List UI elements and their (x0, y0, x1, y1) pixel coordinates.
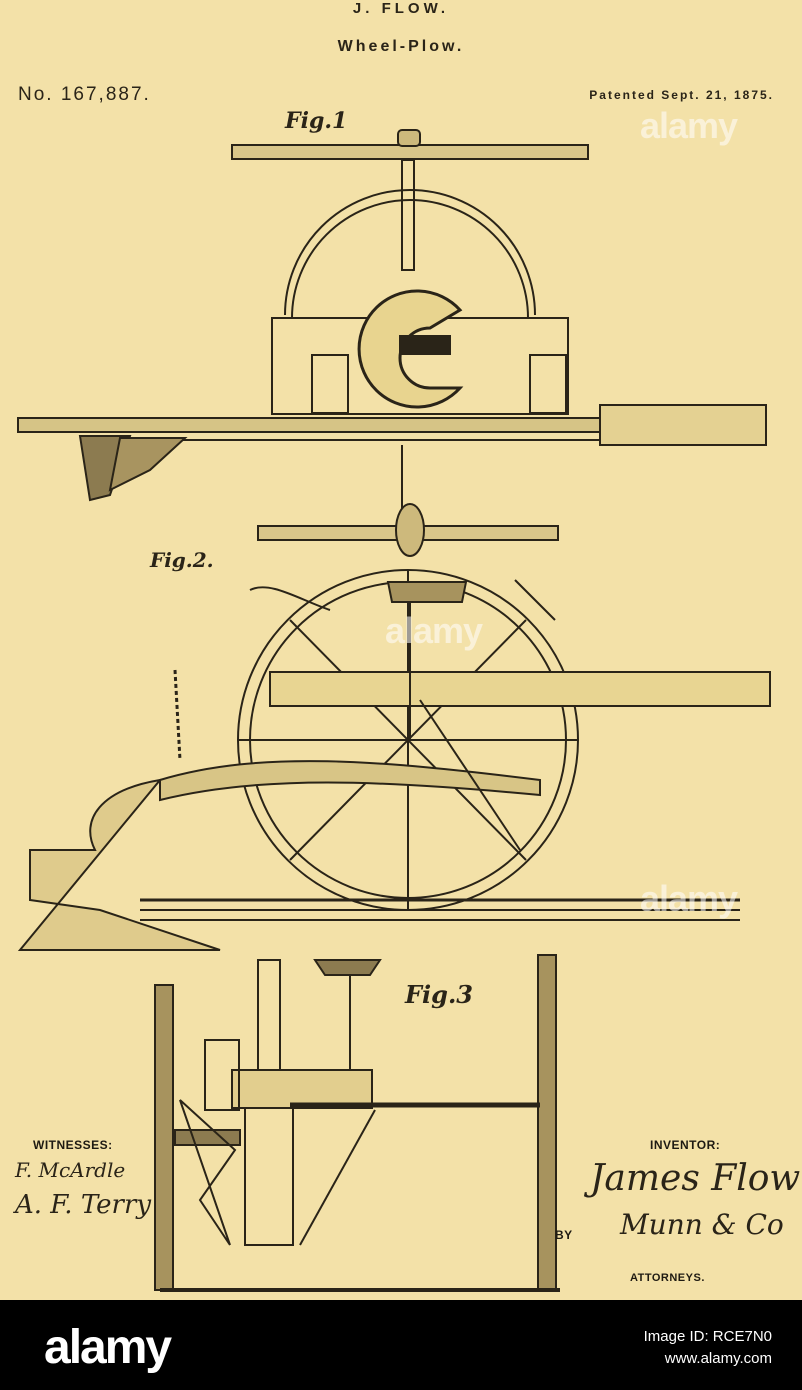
figure-2-label: Fig.2. (150, 548, 214, 572)
footer-site: www.alamy.com (644, 1348, 772, 1370)
witness-signature-1: F. McArdle (15, 1158, 125, 1182)
figure-3-label: Fig.3 (405, 980, 473, 1009)
figure-1-drawing (18, 130, 766, 556)
attorney-signature: Munn & Co (620, 1208, 784, 1241)
footer-logo: alamy (44, 1320, 170, 1375)
patent-sheet: J. FLOW. Wheel-Plow. No. 167,887. Patent… (0, 0, 802, 1300)
watermark: alamy (640, 878, 737, 920)
inventor-label: INVENTOR: (650, 1138, 720, 1152)
watermark: alamy (385, 610, 482, 652)
witnesses-label: WITNESSES: (33, 1138, 113, 1152)
inventor-signature: James Flow (590, 1158, 800, 1199)
witness-signature-2: A. F. Terry (15, 1190, 151, 1220)
figure-3-drawing (155, 955, 560, 1290)
footer-image-info: Image ID: RCE7N0 www.alamy.com (644, 1326, 772, 1370)
by-label: BY (555, 1228, 573, 1242)
footer-image-id: Image ID: RCE7N0 (644, 1326, 772, 1348)
watermark: alamy (640, 105, 737, 147)
figure-1-label: Fig.1 (285, 108, 347, 134)
attorneys-label: ATTORNEYS. (630, 1272, 705, 1284)
